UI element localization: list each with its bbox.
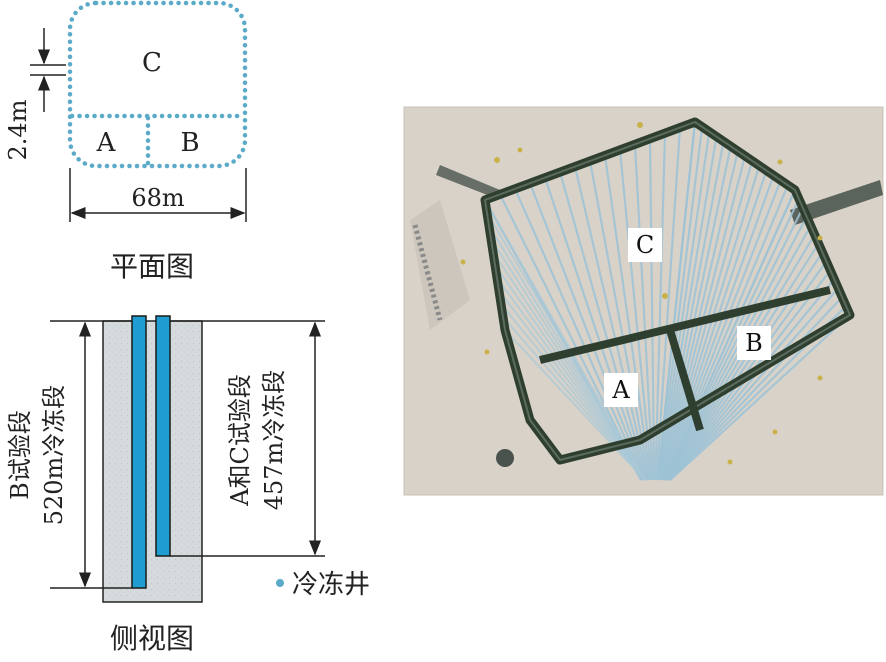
photo-zone-c-label: C [636,231,654,259]
legend: 冷冻井 [276,570,370,600]
photo-pipe-line [660,150,739,481]
plan-zone-b-label: B [180,128,199,158]
right-annotation-line2: 457m冷冻段 [260,370,288,511]
plan-view: C A B 2.4m 68m 平面图 [4,0,248,283]
photo-pipe-line [603,155,652,481]
photo-pipe-line [667,251,824,481]
left-dimension [50,320,132,589]
left-annotation-line2: 520m冷冻段 [40,385,68,526]
photo-zone-b-label: B [745,329,763,357]
photo-pipe-line [663,179,782,481]
plan-zone-a-label: A [96,128,117,158]
photo-pipe-line [618,149,653,481]
photo-pipe-line [588,160,651,481]
photo-pipe-line [573,166,650,481]
photo-pipe-line [662,170,768,481]
photo-pipe-line [669,314,851,481]
side-view: B试验段 520m冷冻段 A和C试验段 457m冷冻段 侧视图 [6,315,325,655]
legend-dot-icon [276,579,284,587]
photo-pipe-line [664,184,789,481]
photo-pipe-line [668,278,836,481]
photo-pipe-line [633,144,655,481]
photo-equipment [460,122,823,465]
photo-pipe-line [664,189,797,481]
photo-pipe-line [665,216,808,481]
legend-label: 冷冻井 [292,570,370,600]
photo-steel-frame [480,117,855,465]
freeze-pipe-ac [155,315,171,557]
right-dimension [170,320,325,557]
width-dimension [69,168,247,222]
photo-pipe-line [558,171,649,481]
freeze-pipe-b [131,315,147,589]
left-annotation-line1: B试验段 [6,410,34,500]
photo-pipe-line [661,165,761,481]
photo-pipe-line [502,316,646,481]
side-view-caption: 侧视图 [110,622,194,655]
photo-pipe-line [654,133,667,481]
photo-pipe-line [648,138,656,481]
plan-outline-dots [67,0,248,169]
width-dimension-label: 68m [131,184,185,212]
photo-conveyor [790,180,883,225]
photo-pipe-line [668,287,840,481]
spacing-dimension-label: 2.4m [4,99,32,160]
photo-pipe-line [513,188,645,481]
photo-pipe-line [665,207,804,481]
concrete-body [102,320,203,603]
photo-pipe-line [665,198,800,481]
photo-pipe-line [543,177,647,481]
photo-pipe-line [666,242,820,481]
photo-pipe-line [663,175,775,481]
spacing-dimension [30,28,66,112]
plan-view-caption: 平面图 [110,250,194,283]
photo-pipe-line [528,182,646,481]
photo-pipe-line [655,127,682,481]
photo-pipe-line [656,121,697,481]
photo-pipe-line [500,303,646,481]
photo-pipe-line [668,296,843,481]
right-annotation-line1: A和C试验段 [226,374,254,507]
photo-zone-a-label: A [611,376,630,404]
plan-zone-c-label: C [142,48,162,78]
photo-pipe-line [504,329,646,481]
aerial-photo: C B A [403,106,884,496]
